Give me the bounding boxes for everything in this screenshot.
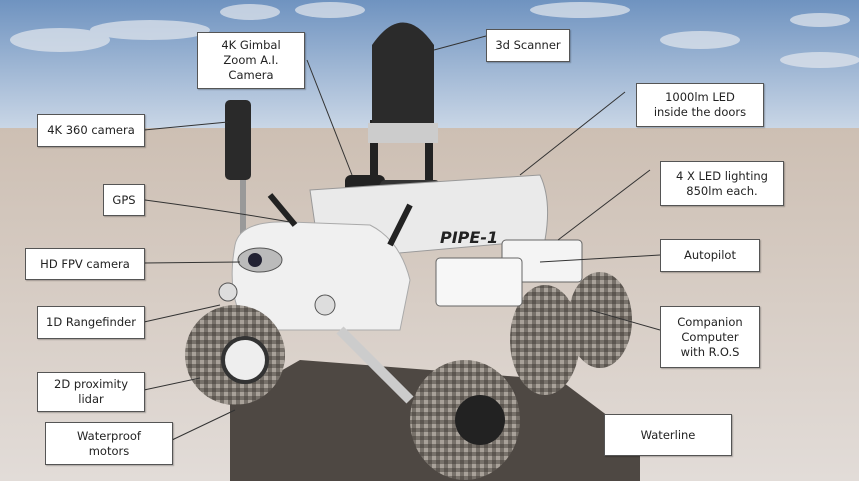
label-autopilot: Autopilot xyxy=(660,239,760,272)
label-rangefinder: 1D Rangefinder xyxy=(37,306,145,339)
led-panel xyxy=(435,257,523,307)
wheel xyxy=(568,272,632,368)
scanner-3d xyxy=(372,22,434,125)
label-fpv-camera: HD FPV camera xyxy=(25,248,145,280)
leader-lines xyxy=(143,35,661,441)
label-companion-computer: Companion Computer with R.O.S xyxy=(660,306,760,368)
label-waterline: Waterline xyxy=(604,414,732,456)
label-gimbal-camera: 4K Gimbal Zoom A.I. Camera xyxy=(197,32,305,89)
clouds xyxy=(10,2,859,68)
wheel xyxy=(510,285,580,395)
label-waterproof-motors: Waterproof motors xyxy=(45,422,173,465)
rover-logo: PIPE-1 xyxy=(440,228,498,247)
rover: PIPE-1 xyxy=(185,22,632,480)
label-proximity-lidar: 2D proximity lidar xyxy=(37,372,145,412)
label-led-lighting: 4 X LED lighting 850lm each. xyxy=(660,161,784,206)
label-3d-scanner: 3d Scanner xyxy=(486,29,570,62)
label-gps: GPS xyxy=(103,184,145,216)
label-360-camera: 4K 360 camera xyxy=(37,114,145,147)
camera-360 xyxy=(225,100,251,180)
label-led-doors: 1000lm LED inside the doors xyxy=(636,83,764,127)
